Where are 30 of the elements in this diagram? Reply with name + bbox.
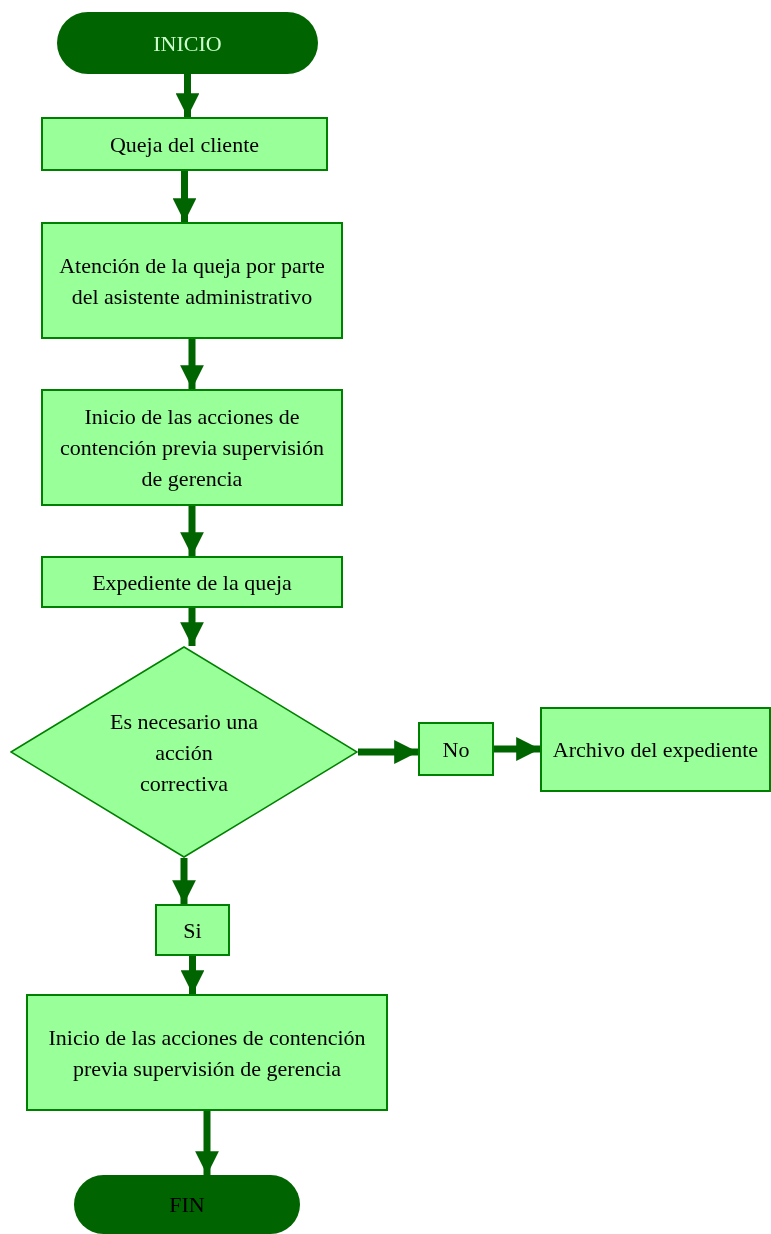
process-box [41, 222, 343, 339]
process-box [41, 389, 343, 506]
arrow [172, 171, 197, 222]
node-label: Si [182, 916, 203, 945]
node-label: Archivo del expediente [551, 736, 760, 764]
process-box [418, 722, 494, 776]
node-label: FIN [168, 1191, 206, 1219]
arrow [195, 1111, 219, 1175]
process-box [41, 556, 343, 608]
arrow [180, 956, 205, 994]
arrow [175, 74, 200, 117]
node-label: Es necesario una acción correctiva [109, 707, 259, 798]
arrow [494, 737, 540, 761]
process-box [41, 117, 328, 171]
node-label: Expediente de la queja [91, 568, 293, 597]
process-box [26, 994, 388, 1111]
process-box [155, 904, 230, 956]
node-label: Atención de la queja por parte del asistente administrativo [58, 251, 326, 311]
node-label: Inicio de las acciones de contención previa supervisión de gerencia [59, 403, 325, 493]
node-label: Queja del cliente [108, 130, 260, 159]
node-label: No [441, 735, 471, 764]
node-label: INICIO [152, 29, 223, 58]
arrow [180, 608, 204, 646]
arrow [358, 740, 418, 764]
arrow [180, 339, 204, 389]
node-label: Inicio de las acciones de contención previa supervisión de gerencia [47, 1023, 367, 1083]
decision-diamond [10, 646, 358, 858]
arrow [172, 858, 196, 904]
process-box [540, 707, 771, 792]
arrow [180, 506, 204, 556]
